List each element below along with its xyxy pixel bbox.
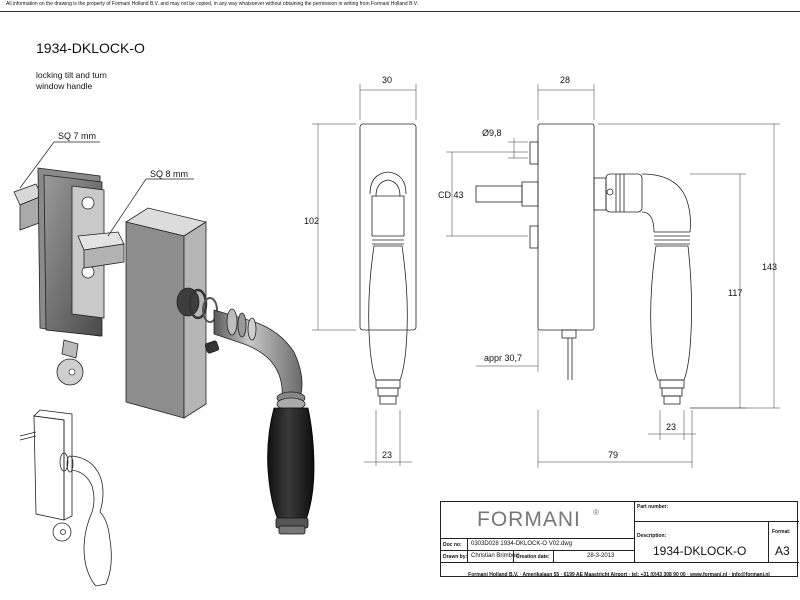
dim-front-width: 30 bbox=[382, 75, 392, 85]
footer-row: Formani Holland B.V. · Amerikalaan 55 · … bbox=[441, 563, 797, 578]
callout-sq7: SQ 7 mm bbox=[58, 131, 96, 141]
dim-front-height: 102 bbox=[304, 216, 319, 226]
brand-cell: FORMANI ® bbox=[441, 502, 635, 539]
part-number-label: Part number: bbox=[637, 504, 669, 510]
drawing-subtitle: locking tilt and turn window handle bbox=[36, 70, 146, 92]
drawn-by-label: Drawn by: bbox=[443, 554, 468, 560]
creation-date-label: Creation date: bbox=[516, 554, 550, 560]
description-cell: Description: 1934-DKLOCK-O bbox=[635, 522, 769, 563]
dim-side-143: 143 bbox=[762, 262, 777, 272]
dim-side-cd: CD 43 bbox=[438, 190, 464, 200]
isometric-view bbox=[13, 167, 315, 535]
drawn-by-value: Christian Brimbois bbox=[471, 553, 520, 559]
dim-side-79: 79 bbox=[608, 450, 618, 460]
format-value: A3 bbox=[775, 544, 790, 558]
frame-top-line bbox=[0, 11, 800, 12]
dim-side-23: 23 bbox=[666, 422, 676, 432]
subtitle-line-1: locking tilt and turn bbox=[36, 70, 107, 80]
doc-no-row: Doc no: 0303D028 1934-DKLOCK-O V02.dwg bbox=[441, 539, 635, 563]
drawing-title: 1934-DKLOCK-O bbox=[36, 40, 145, 56]
doc-no-label: Doc no: bbox=[443, 542, 462, 548]
disclaimer-text: All information on the drawing is the pr… bbox=[6, 1, 419, 7]
front-dimension-lines bbox=[312, 84, 417, 466]
dim-side-width: 28 bbox=[560, 75, 570, 85]
dim-side-diameter: Ø9,8 bbox=[482, 128, 502, 138]
subtitle-line-2: window handle bbox=[36, 81, 93, 91]
drawn-by-row: Drawn by: Christian Brimbois Creation da… bbox=[441, 551, 635, 563]
front-view bbox=[359, 123, 417, 405]
creation-date-value: 28-3-2013 bbox=[587, 553, 615, 559]
title-block: FORMANI ® Part number: Description: 1934… bbox=[440, 501, 799, 578]
dim-side-117: 117 bbox=[728, 288, 742, 298]
callout-leaders bbox=[19, 141, 194, 237]
side-view bbox=[475, 123, 692, 405]
side-dimension-lines bbox=[446, 84, 780, 468]
part-number-cell: Part number: bbox=[635, 502, 799, 522]
dim-front-bottom: 23 bbox=[382, 450, 392, 460]
doc-no-value: 0303D028 1934-DKLOCK-O V02.dwg bbox=[471, 541, 573, 547]
callout-sq8: SQ 8 mm bbox=[150, 169, 188, 179]
dim-side-appr: appr 30,7 bbox=[484, 353, 522, 363]
small-isometric-view bbox=[19, 409, 112, 587]
footer-address: Formani Holland B.V. · Amerikalaan 55 · … bbox=[468, 572, 770, 578]
brand-logo: FORMANI bbox=[477, 508, 581, 531]
format-cell: Format: A3 bbox=[769, 522, 799, 563]
description-value: 1934-DKLOCK-O bbox=[653, 544, 747, 558]
description-label: Description: bbox=[637, 533, 667, 539]
brand-mark: ® bbox=[593, 508, 599, 517]
format-label: Format: bbox=[772, 529, 791, 535]
